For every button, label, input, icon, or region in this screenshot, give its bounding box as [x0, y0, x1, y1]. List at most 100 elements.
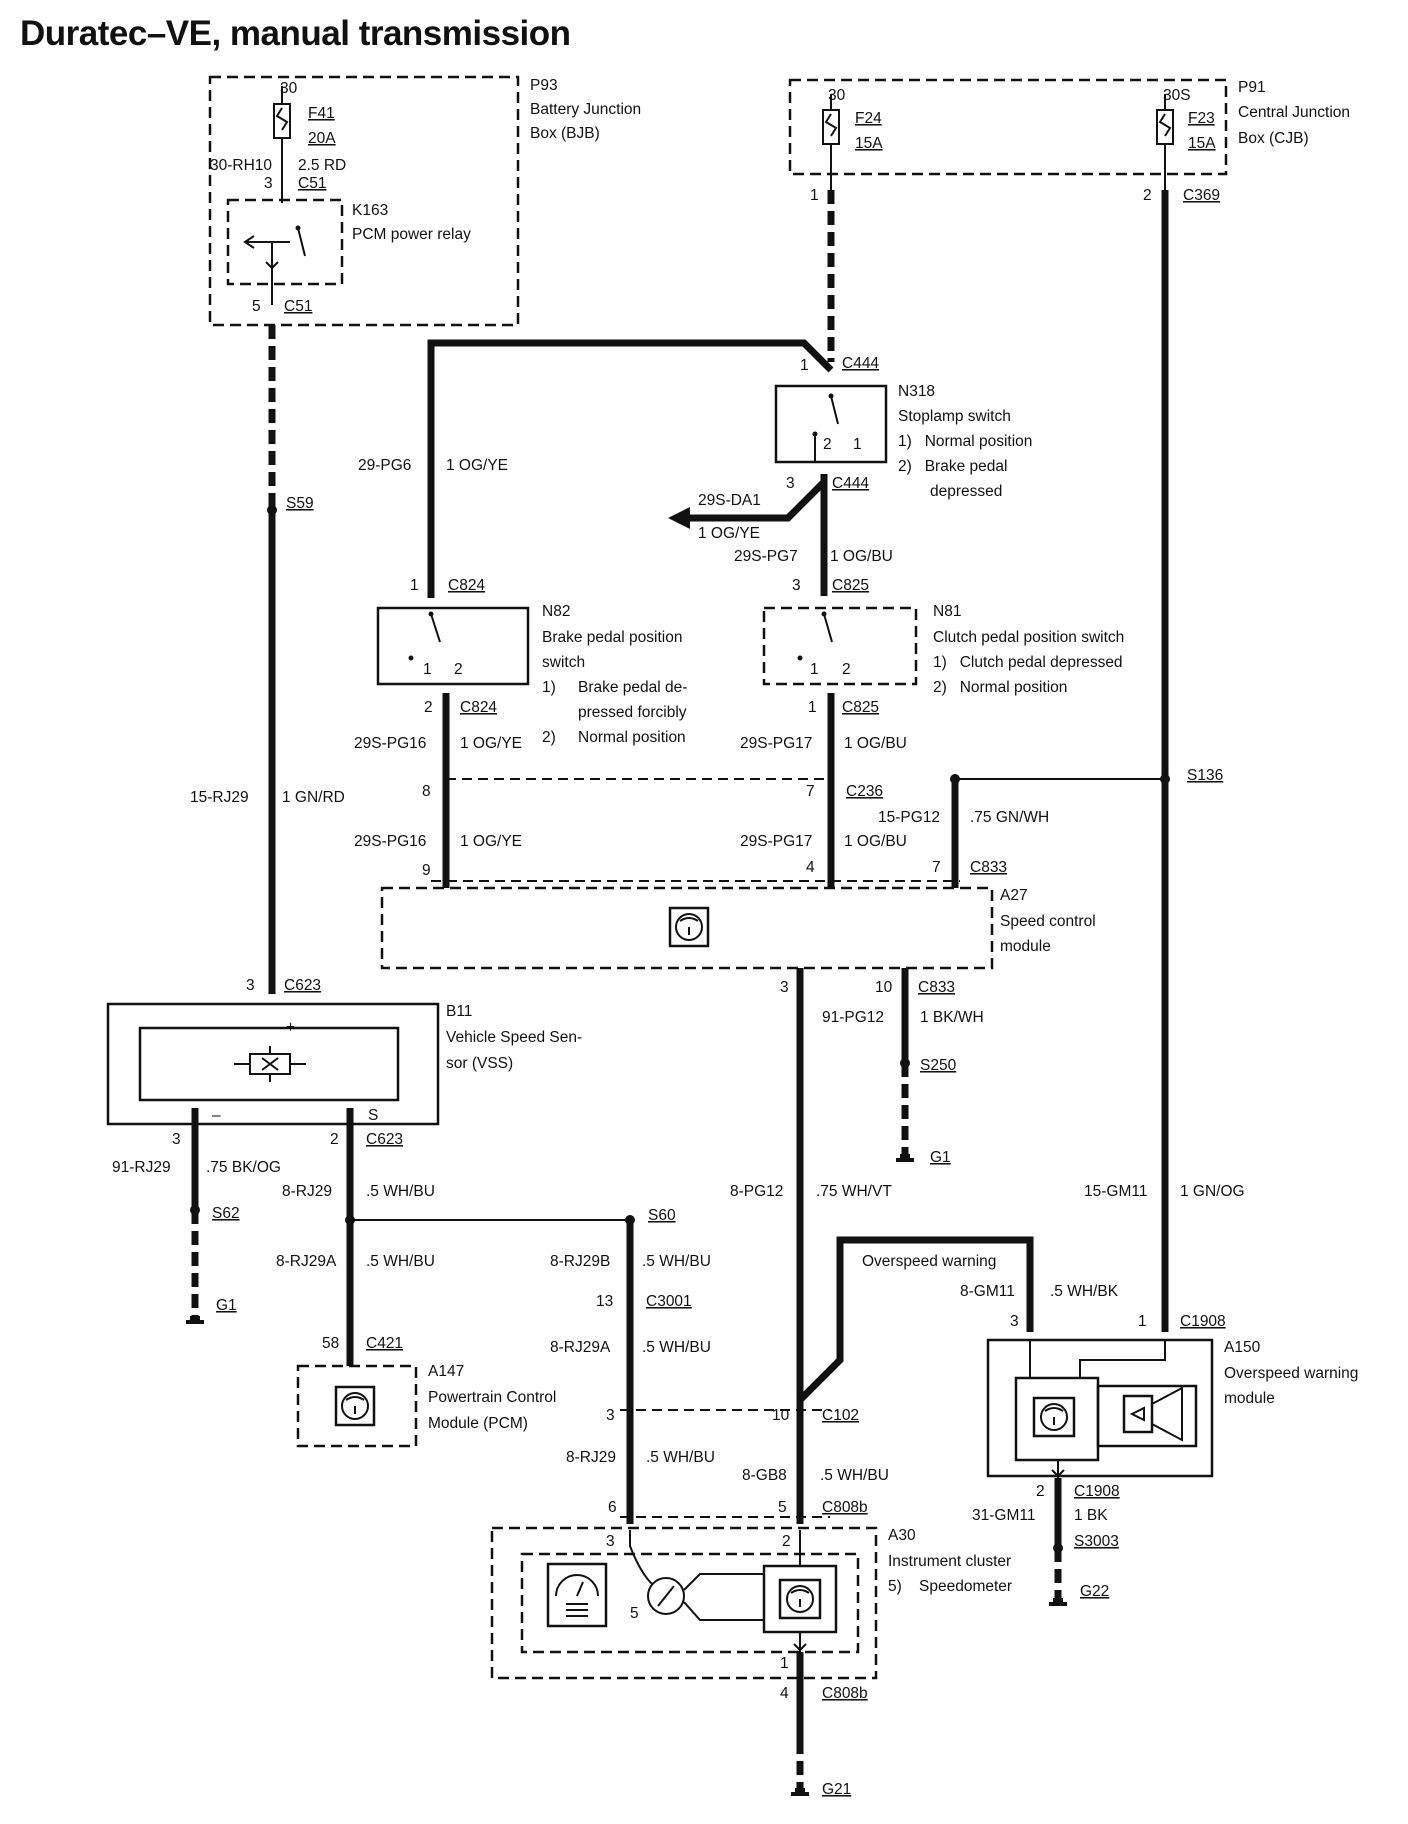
wire-29s-da1-color: 1 OG/YE — [698, 525, 760, 542]
page-title: Duratec–VE, manual transmission — [20, 14, 571, 53]
p93-pin-30: 30 — [280, 80, 298, 97]
ground-g1-b: G1 — [216, 1297, 237, 1314]
c808b-bottom-label: C808b — [822, 1685, 868, 1702]
wires — [190, 190, 1170, 1790]
b11-s: S — [368, 1107, 378, 1124]
p91-id: P91 — [1238, 79, 1266, 96]
c3001-label: C3001 — [646, 1293, 692, 1310]
a147-pin-58: 58 — [322, 1335, 339, 1352]
b11-plus: + — [286, 1019, 295, 1036]
a30-note: 5) Speedometer — [888, 1578, 1012, 1595]
wire-8-gm11: 8-GM11 — [960, 1283, 1015, 1300]
c3001-pin: 13 — [596, 1293, 613, 1310]
n318-switch-1: 1 — [853, 436, 862, 453]
a30-pin-3: 3 — [606, 1533, 615, 1550]
n318-switch-2: 2 — [823, 436, 832, 453]
wire-15-pg12: 15-PG12 — [878, 809, 940, 826]
wire-29s-pg17-a: 29S-PG17 — [740, 735, 812, 752]
wire-8-rj29-c: 8-RJ29 — [566, 1449, 616, 1466]
wire-29s-pg16-b: 29S-PG16 — [354, 833, 426, 850]
n81-note-2: 2) Normal position — [933, 679, 1067, 696]
wire-91-pg12-color: 1 BK/WH — [920, 1009, 984, 1026]
c236-pin-8: 8 — [422, 783, 431, 800]
n81-pin-1: 1 — [808, 699, 817, 716]
n82-pin-2: 2 — [424, 699, 433, 716]
b11-pin-3: 3 — [246, 977, 255, 994]
n82-note-1: 1) — [542, 679, 556, 696]
p91-pin-30s: 30S — [1163, 87, 1191, 104]
wire-labels-upper: 29-PG6 1 OG/YE 29S-DA1 1 OG/YE 29S-PG7 1… — [286, 457, 893, 565]
wire-labels-lower-right: 8-PG12 .75 WH/VT 15-GM11 1 GN/OG Overspe… — [730, 1183, 1245, 1300]
c833-bottom-label: C833 — [918, 979, 955, 996]
c808b-top-label: C808b — [822, 1499, 868, 1516]
wire-29s-da1: 29S-DA1 — [698, 492, 761, 509]
a150-id: A150 — [1224, 1339, 1261, 1356]
wire-15-rj29: 15-RJ29 — [190, 789, 249, 806]
a150-pin-3: 3 — [1010, 1313, 1019, 1330]
a30-pin-5: 5 — [630, 1605, 639, 1622]
c236-pin-7: 7 — [806, 783, 815, 800]
p93-name-2: Box (BJB) — [530, 125, 600, 142]
n81-switch-1: 1 — [810, 661, 819, 678]
p91-pin-2: 2 — [1143, 187, 1152, 204]
wire-31-gm11-color: 1 BK — [1074, 1507, 1108, 1524]
wire-8-gb8-color: .5 WH/BU — [820, 1467, 889, 1484]
b11-name-1: Vehicle Speed Sen- — [446, 1029, 582, 1046]
wire-8-rj29b-color: .5 WH/BU — [642, 1253, 711, 1270]
f24-amp-label: 15A — [855, 135, 883, 152]
wire-15-pg12-color: .75 GN/WH — [970, 809, 1049, 826]
a27-pin-7: 7 — [932, 859, 941, 876]
c1908-bottom-label: C1908 — [1074, 1483, 1120, 1500]
a30-pin-1: 1 — [780, 1655, 789, 1672]
wire-8-rj29: 8-RJ29 — [282, 1183, 332, 1200]
n81-switch-2: 2 — [842, 661, 851, 678]
wire-8-pg12-color: .75 WH/VT — [816, 1183, 892, 1200]
splice-s3003: S3003 — [1074, 1533, 1119, 1550]
wire-8-rj29a-2: 8-RJ29A — [550, 1339, 611, 1356]
a30-pin-2: 2 — [782, 1533, 791, 1550]
wire-29s-pg7: 29S-PG7 — [734, 548, 798, 565]
wire-2-5-rd: 2.5 RD — [298, 157, 346, 174]
wire-29s-pg16-b-color: 1 OG/YE — [460, 833, 522, 850]
a27-pin-9: 9 — [422, 862, 431, 879]
n81-pin-3: 3 — [792, 577, 801, 594]
n81-id: N81 — [933, 603, 961, 620]
c51-pin-5: 5 — [252, 298, 261, 315]
c1908-top-label: C1908 — [1180, 1313, 1226, 1330]
wire-30-rh10: 30-RH10 — [210, 157, 272, 174]
n82-note-1c: pressed forcibly — [578, 704, 687, 721]
c369-label: C369 — [1183, 187, 1220, 204]
a147-name-1: Powertrain Control — [428, 1389, 556, 1406]
f23-amp-label: 15A — [1188, 135, 1216, 152]
splice-s62: S62 — [212, 1205, 240, 1222]
c623-top-label: C623 — [284, 977, 321, 994]
wire-29s-pg7-color: 1 OG/BU — [830, 548, 893, 565]
c51-pin-3: 3 — [264, 175, 273, 192]
n82-id: N82 — [542, 603, 570, 620]
n318-name: Stoplamp switch — [898, 408, 1011, 425]
f24-fuse-label: F24 — [855, 110, 882, 127]
a27-name-2: module — [1000, 938, 1051, 955]
c824-bottom-label: C824 — [460, 699, 497, 716]
a150-name-2: module — [1224, 1390, 1275, 1407]
a150-name-1: Overspeed warning — [1224, 1365, 1358, 1382]
wire-29s-pg17-a-color: 1 OG/BU — [844, 735, 907, 752]
k163-name: PCM power relay — [352, 226, 471, 243]
n82-switch-2: 2 — [454, 661, 463, 678]
wire-8-pg12: 8-PG12 — [730, 1183, 783, 1200]
c421-label: C421 — [366, 1335, 403, 1352]
wire-91-rj29: 91-RJ29 — [112, 1159, 171, 1176]
c825-top-label: C825 — [832, 577, 869, 594]
a30-name: Instrument cluster — [888, 1553, 1011, 1570]
n318-pin-3: 3 — [786, 475, 795, 492]
a147-pcm: 58 C421 A147 Powertrain Control Module (… — [296, 1335, 556, 1448]
a150-pin-1: 1 — [1138, 1313, 1147, 1330]
b11-id: B11 — [446, 1003, 472, 1020]
p91-name-1: Central Junction — [1238, 104, 1350, 121]
wire-labels-mid: 29S-PG16 1 OG/YE 29S-PG17 1 OG/BU 15-RJ2… — [190, 735, 1223, 850]
a27-id: A27 — [1000, 887, 1028, 904]
f41-fuse-label: F41 — [308, 105, 335, 122]
splice-s136: S136 — [1187, 767, 1223, 784]
wire-15-rj29-color: 1 GN/RD — [282, 789, 345, 806]
